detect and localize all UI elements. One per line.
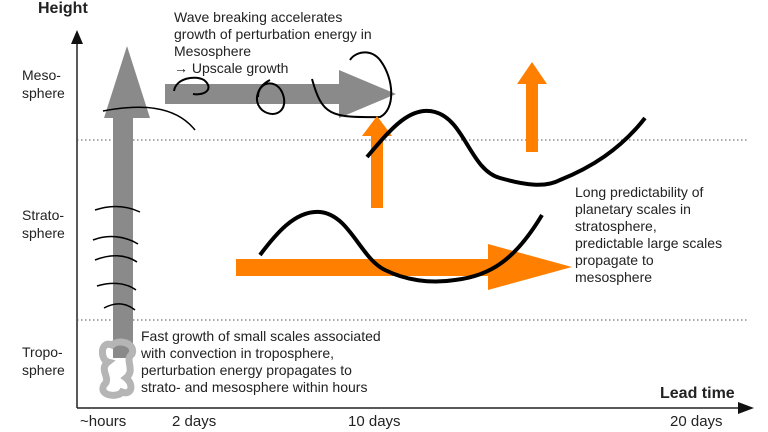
annotation-line: Fast growth of small scales associated	[141, 328, 381, 344]
vertical-propagation-arrow	[104, 46, 150, 358]
upward-propagation-arrow-2	[517, 62, 547, 152]
layer-label-mesosphere: Meso- sphere	[22, 67, 65, 101]
annotation-line: predictable large scales	[575, 235, 723, 251]
annotation-line: planetary scales in	[575, 201, 691, 217]
mesosphere-annotation: Wave breaking accelerates growth of pert…	[174, 9, 372, 77]
x-tick-20-days: 20 days	[670, 413, 723, 430]
mesosphere-planetary-wave	[365, 108, 647, 187]
stratosphere-planetary-wave	[258, 209, 544, 284]
small-scale-waves	[92, 106, 196, 311]
annotation-line: → Upscale growth	[174, 60, 289, 76]
upward-propagation-arrow-1	[362, 116, 392, 208]
annotation-line: Mesosphere	[174, 43, 252, 59]
x-axis-label: Lead time	[660, 385, 735, 402]
annotation-line: perturbation energy propagates to	[141, 362, 352, 378]
stratosphere-annotation: Long predictability of planetary scales …	[575, 184, 722, 286]
x-tick-2-days: 2 days	[172, 413, 217, 430]
y-axis-label: Height	[38, 0, 88, 17]
annotation-line: growth of perturbation energy in	[174, 26, 372, 42]
annotation-line: Long predictability of	[575, 184, 704, 200]
annotation-line: strato- and mesosphere within hours	[141, 379, 368, 395]
wave-breaking-loops	[173, 51, 393, 119]
y-axis-arrowhead	[71, 30, 83, 44]
troposphere-annotation: Fast growth of small scales associated w…	[141, 328, 381, 396]
layer-label-stratosphere: Strato- sphere	[22, 207, 65, 241]
x-tick-hours: ~hours	[80, 413, 127, 430]
annotation-line: with convection in troposphere,	[141, 345, 334, 361]
convection-cloud	[99, 338, 137, 399]
annotation-line: propagate to	[575, 252, 654, 268]
x-tick-10-days: 10 days	[348, 413, 401, 430]
layer-label-troposphere: Tropo- sphere	[22, 344, 65, 378]
annotation-line: Wave breaking accelerates	[174, 9, 343, 25]
annotation-line: mesosphere	[575, 269, 653, 285]
x-axis-arrowhead	[738, 402, 754, 414]
annotation-line: stratosphere,	[575, 218, 657, 234]
planetary-scale-arrow	[236, 244, 572, 290]
